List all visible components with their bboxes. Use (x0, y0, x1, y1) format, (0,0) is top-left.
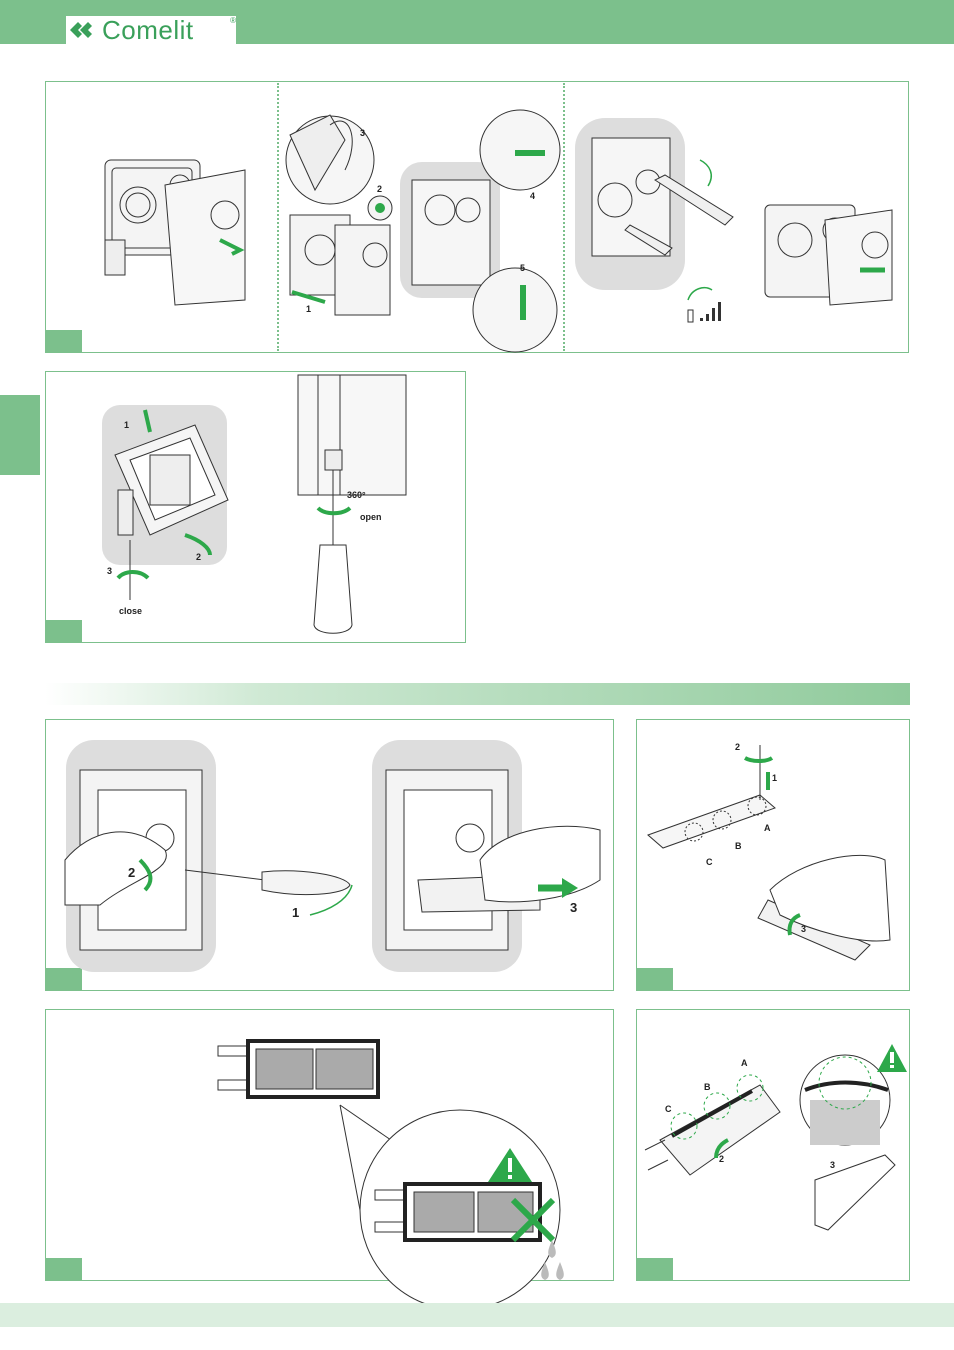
footer-bar (0, 1303, 954, 1327)
point-label: A (741, 1058, 748, 1068)
strip-insert-drawing (645, 1055, 895, 1230)
warning-icon (877, 1044, 907, 1072)
step-label: 3 (830, 1160, 835, 1170)
point-label: C (665, 1104, 672, 1114)
point-label: B (704, 1082, 711, 1092)
step-label: 2 (719, 1154, 724, 1164)
